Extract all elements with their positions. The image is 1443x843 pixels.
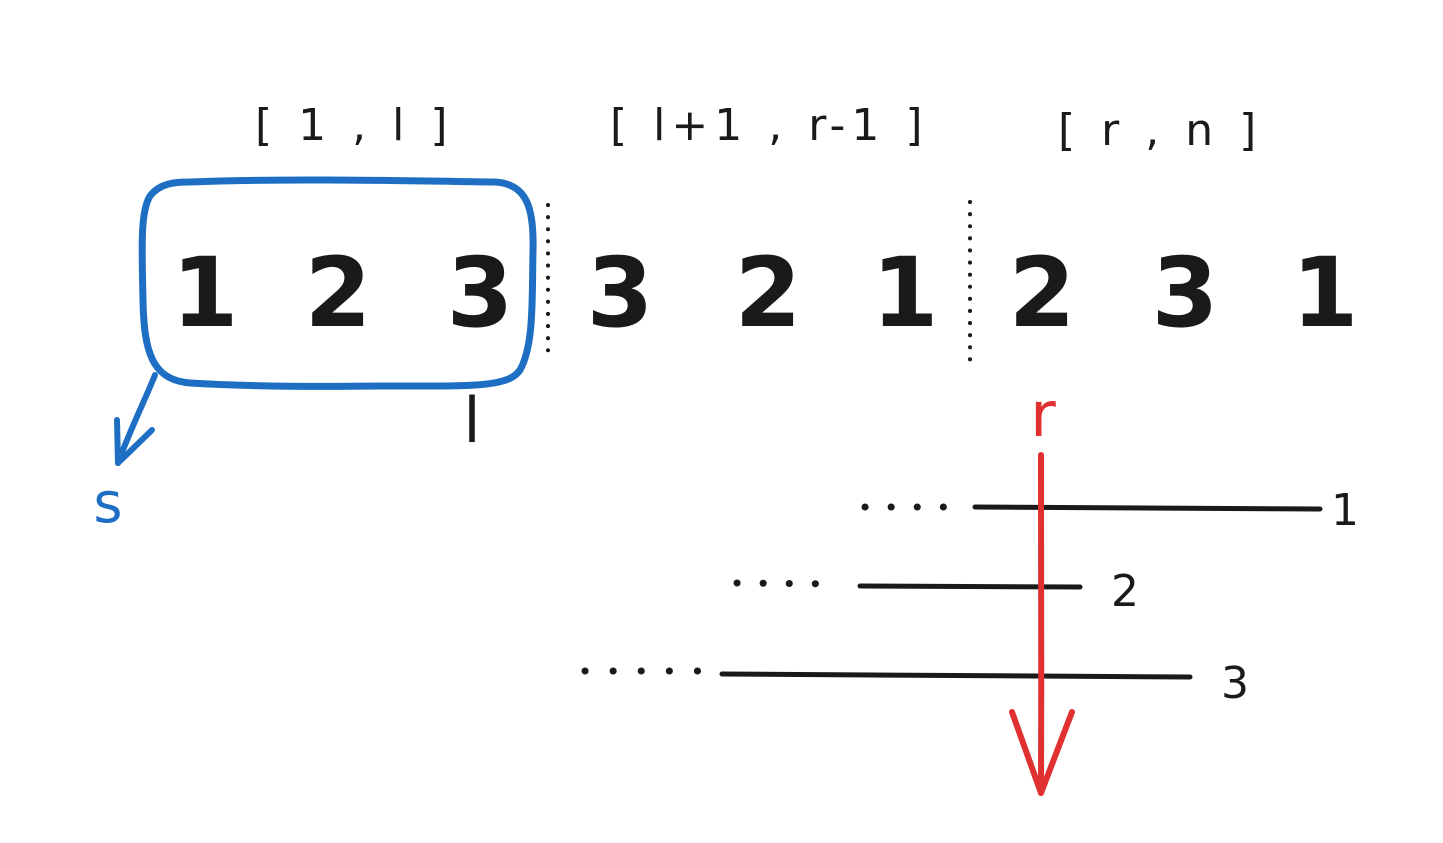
line-2-label: 2 bbox=[1111, 566, 1139, 617]
range-middle-label: [ l+1 , r-1 ] bbox=[610, 100, 929, 151]
prefix-box bbox=[138, 176, 537, 390]
r-arrow-head bbox=[1009, 709, 1075, 796]
line-3-label: 3 bbox=[1221, 658, 1249, 709]
line-3 bbox=[719, 671, 1193, 680]
seq-item-9: 1 bbox=[1292, 237, 1359, 349]
range-right-label: [ r , n ] bbox=[1058, 105, 1262, 156]
seq-item-1: 1 bbox=[172, 237, 239, 349]
seq-item-7: 2 bbox=[1009, 237, 1076, 349]
r-marker: r bbox=[1030, 378, 1056, 451]
line-1-label: 1 bbox=[1331, 485, 1359, 536]
seq-item-6: 1 bbox=[872, 237, 939, 349]
seq-item-8: 3 bbox=[1152, 237, 1219, 349]
s-label: s bbox=[93, 471, 122, 536]
l-marker: l bbox=[463, 384, 480, 457]
seq-item-4: 3 bbox=[587, 237, 654, 349]
seq-item-5: 2 bbox=[735, 237, 802, 349]
line-2-dots bbox=[733, 579, 844, 588]
line-2 bbox=[857, 583, 1083, 590]
s-arrow-shaft bbox=[115, 372, 158, 466]
range-left-label: [ 1 , l ] bbox=[255, 100, 453, 151]
seq-item-3: 3 bbox=[447, 237, 514, 349]
r-arrow-shaft bbox=[1037, 452, 1045, 796]
line-1 bbox=[972, 504, 1323, 512]
seq-item-2: 2 bbox=[305, 237, 372, 349]
s-arrow-head bbox=[114, 417, 155, 466]
